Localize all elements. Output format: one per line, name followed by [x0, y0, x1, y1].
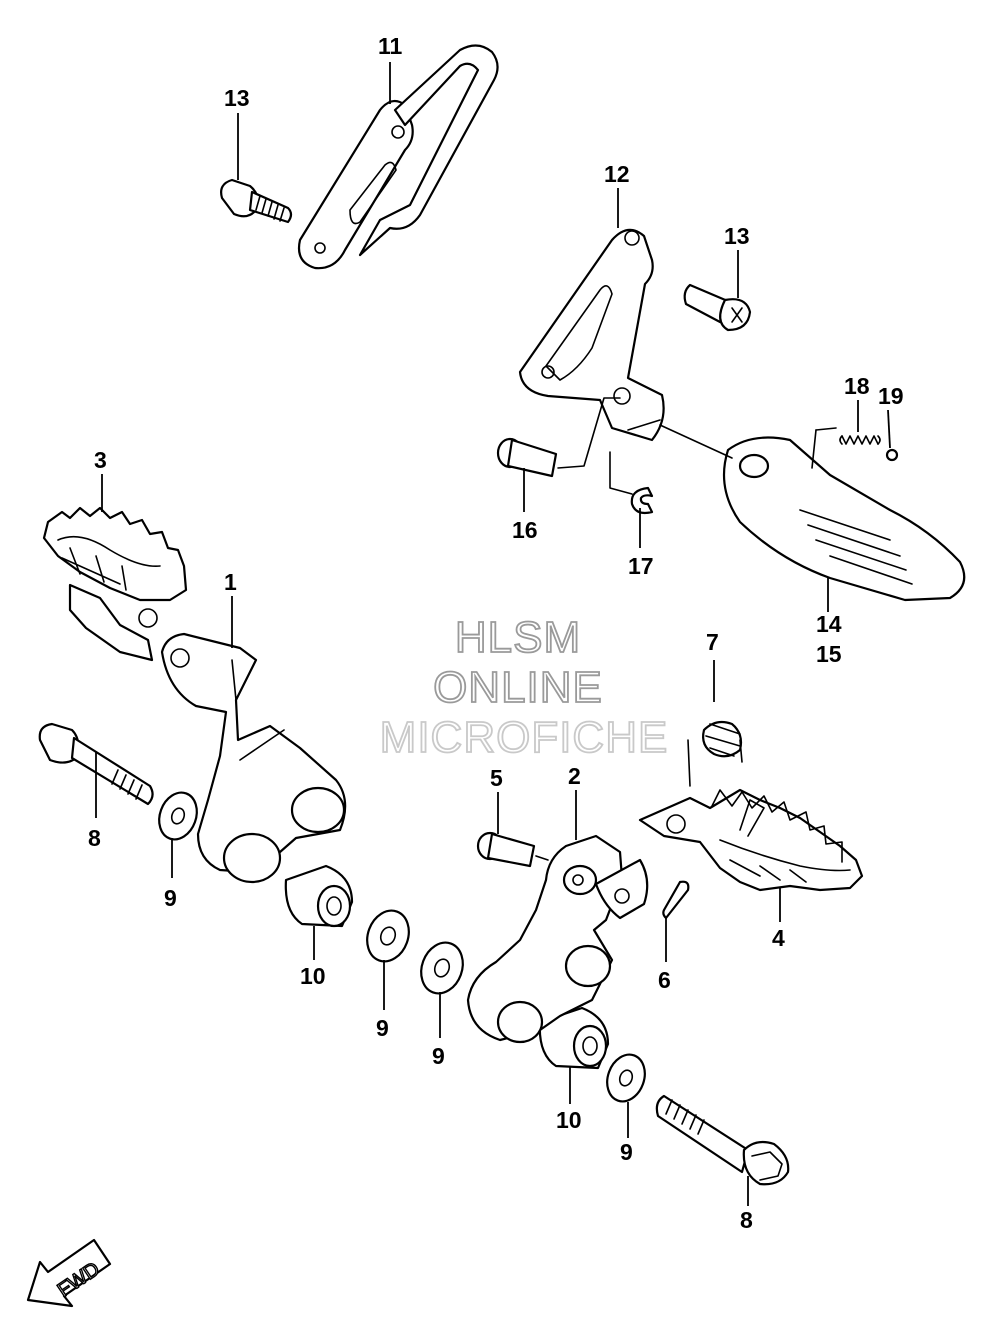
- footpeg-part-14[interactable]: [659, 424, 966, 602]
- callout-18: 18: [844, 373, 870, 399]
- callout-11: 11: [378, 33, 403, 59]
- callout-9-left-top: 9: [164, 885, 177, 911]
- callout-17: 17: [628, 553, 654, 579]
- callout-10-left: 10: [300, 963, 326, 989]
- washer-part-9-left-top[interactable]: [153, 787, 203, 844]
- cotter-pin-part-6[interactable]: [662, 880, 690, 920]
- callout-5: 5: [490, 765, 503, 791]
- callout-14: 14: [816, 611, 842, 637]
- watermark-line-3: MICROFICHE: [380, 713, 669, 762]
- leader-lines: [95, 62, 891, 1206]
- callout-9-right-top: 9: [432, 1043, 445, 1069]
- callout-8-right: 8: [740, 1207, 753, 1233]
- e-clip-part-17[interactable]: [630, 486, 654, 515]
- collar-part-10-right[interactable]: [538, 1006, 610, 1070]
- callout-13-right: 13: [724, 223, 750, 249]
- callout-16: 16: [512, 517, 538, 543]
- collar-part-10-left[interactable]: [284, 864, 354, 928]
- fwd-arrow-icon: FWD: [26, 1238, 112, 1308]
- watermark-line-1: HLSM: [455, 613, 581, 662]
- clevis-pin-part-16[interactable]: [496, 437, 558, 478]
- callout-12: 12: [604, 161, 630, 187]
- callout-4: 4: [772, 925, 785, 951]
- washer-part-9-right-top[interactable]: [414, 937, 469, 1000]
- bolt-part-13-right[interactable]: [683, 283, 752, 332]
- heel-guard-part-11[interactable]: [297, 44, 499, 270]
- callout-19: 19: [878, 383, 904, 409]
- callout-1: 1: [224, 569, 237, 595]
- callout-10-right: 10: [556, 1107, 582, 1133]
- pin-part-5[interactable]: [476, 831, 549, 868]
- callout-7: 7: [706, 629, 719, 655]
- callout-labels: 11 13 12 13 18 19 3 16 17 1 14 15 7 5 2 …: [88, 33, 904, 1233]
- footpeg-bracket-part-12[interactable]: [518, 228, 665, 442]
- bolt-part-13-left[interactable]: [220, 178, 293, 224]
- callout-6: 6: [658, 967, 671, 993]
- washer-part-9-right-bottom[interactable]: [601, 1049, 651, 1106]
- callout-13-left: 13: [224, 85, 250, 111]
- footpeg-part-3[interactable]: [42, 506, 188, 662]
- watermark: HLSM ONLINE MICROFICHE: [379, 612, 669, 763]
- washer-part-9-left-bottom[interactable]: [360, 905, 415, 968]
- footpeg-part-4[interactable]: [638, 788, 864, 892]
- callout-3: 3: [94, 447, 107, 473]
- spring-part-7[interactable]: [687, 720, 743, 787]
- callout-9-right-bottom: 9: [620, 1139, 633, 1165]
- footpeg-bracket-part-1[interactable]: [160, 632, 347, 884]
- callout-9-left-bottom: 9: [376, 1015, 389, 1041]
- bolt-part-8-right[interactable]: [655, 1094, 790, 1186]
- callout-2: 2: [568, 763, 581, 789]
- callout-15: 15: [816, 641, 842, 667]
- callout-8-left: 8: [88, 825, 101, 851]
- ball-part-19[interactable]: [885, 448, 899, 462]
- bolt-part-8-left[interactable]: [38, 722, 154, 806]
- footpeg-bracket-part-2[interactable]: [466, 834, 649, 1044]
- watermark-line-2: ONLINE: [433, 663, 603, 712]
- spring-part-18[interactable]: [839, 435, 881, 445]
